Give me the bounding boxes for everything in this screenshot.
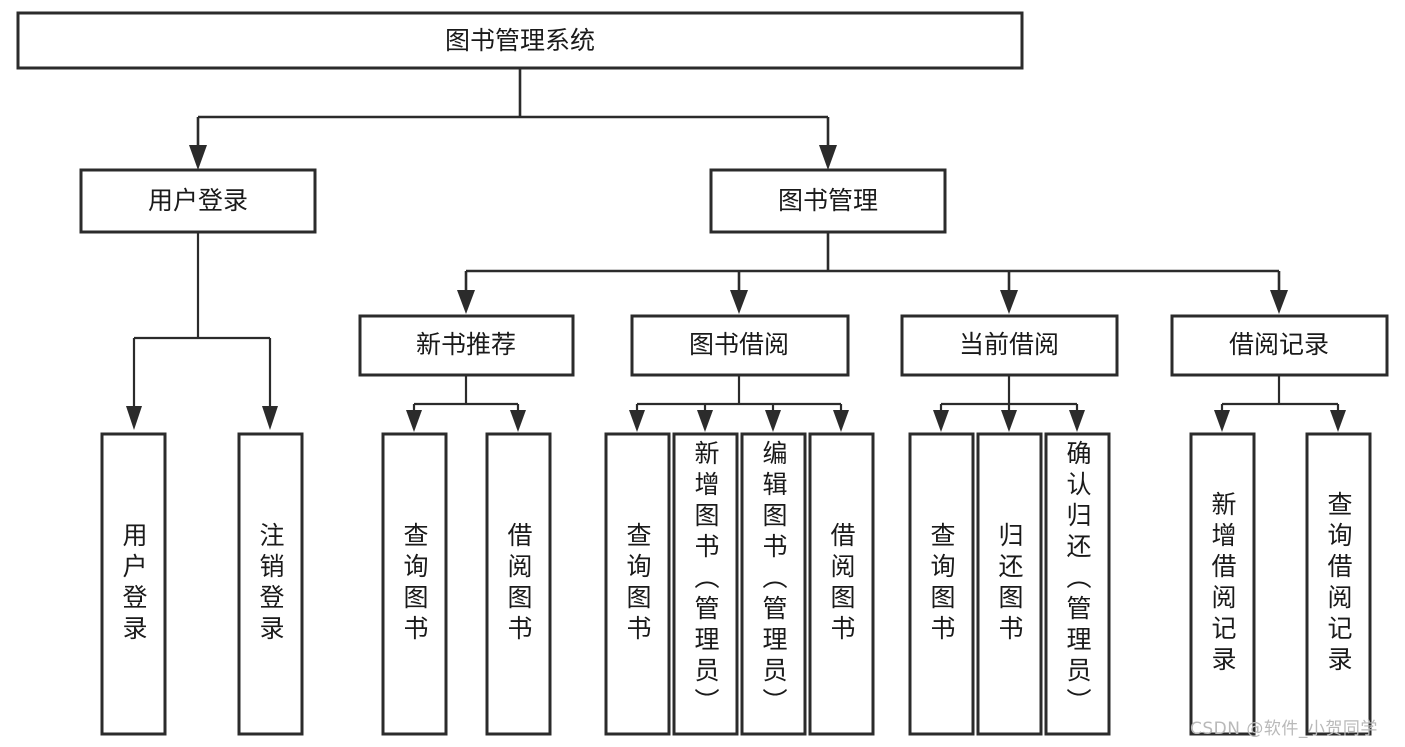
leaf-box-borrow-edit[interactable] [740,432,807,736]
node-book-management-box[interactable] [709,168,947,234]
node-user-login[interactable]: 用户登录 [79,168,317,234]
node-new-book-recommend-box[interactable] [358,314,575,377]
node-book-borrow[interactable]: 图书借阅 [630,314,850,377]
arrow-head-icon [1001,410,1017,432]
csdn-watermark: CSDN @软件_小贺同学 [1190,719,1378,739]
arrow-head-icon [697,410,713,432]
arrow-head-icon [1214,410,1230,432]
node-book-management[interactable]: 图书管理 [709,168,947,234]
arrow-head-icon [819,145,837,170]
arrow-head-icon [765,410,781,432]
leaf-box-current-return[interactable] [976,432,1043,736]
connector-book-borrow-to-leaves [629,375,849,432]
connector-new-book-to-leaves [406,375,526,432]
node-user-login-label: 用户登录 [148,186,248,215]
node-current-borrow-box[interactable] [900,314,1119,377]
leaf-box-user-login-logout[interactable] [237,432,304,736]
arrow-head-icon [126,406,142,430]
leaf-box-borrow-add[interactable] [672,432,739,736]
arrow-head-icon [510,410,526,432]
leaf-box-current-confirm[interactable] [1044,432,1111,736]
node-current-borrow[interactable]: 当前借阅 [900,314,1119,377]
node-new-book-recommend-label: 新书推荐 [416,330,516,359]
arrow-head-icon [1000,290,1018,314]
leaf-box-current-query[interactable] [908,432,975,736]
connector-current-borrow-to-leaves [933,375,1085,432]
arrow-head-icon [262,406,278,430]
node-new-book-recommend[interactable]: 新书推荐 [358,314,575,377]
leaf-box-record-query[interactable] [1305,432,1372,736]
arrow-head-icon [833,410,849,432]
node-root-label: 图书管理系统 [445,26,595,55]
leaf-box-new-book-borrow[interactable] [485,432,552,736]
node-current-borrow-label: 当前借阅 [959,330,1059,359]
arrow-head-icon [1270,290,1288,314]
arrow-head-icon [629,410,645,432]
arrow-head-icon [1069,410,1085,432]
connector-user-login-to-leaves [126,232,278,430]
leaf-box-borrow-lend[interactable] [808,432,875,736]
node-user-login-box[interactable] [79,168,317,234]
arrow-head-icon [730,290,748,314]
arrow-head-icon [406,410,422,432]
node-borrow-record[interactable]: 借阅记录 [1170,314,1389,377]
leaf-box-user-login-login[interactable] [100,432,167,736]
arrow-head-icon [189,145,207,170]
arrow-head-icon [933,410,949,432]
node-book-management-label: 图书管理 [778,186,878,215]
connector-root-to-level2 [189,68,837,170]
node-borrow-record-label: 借阅记录 [1229,330,1329,359]
node-book-borrow-label: 图书借阅 [689,330,789,359]
leaf-box-new-book-query[interactable] [381,432,448,736]
node-root[interactable]: 图书管理系统 [16,11,1024,70]
node-book-borrow-box[interactable] [630,314,850,377]
node-borrow-record-box[interactable] [1170,314,1389,377]
connector-book-mgmt-to-level3 [457,232,1288,314]
node-root-box[interactable] [16,11,1024,70]
leaf-box-borrow-query[interactable] [604,432,671,736]
connector-borrow-record-to-leaves [1214,375,1346,432]
arrow-head-icon [457,290,475,314]
leaf-box-record-add[interactable] [1189,432,1256,736]
arrow-head-icon [1330,410,1346,432]
